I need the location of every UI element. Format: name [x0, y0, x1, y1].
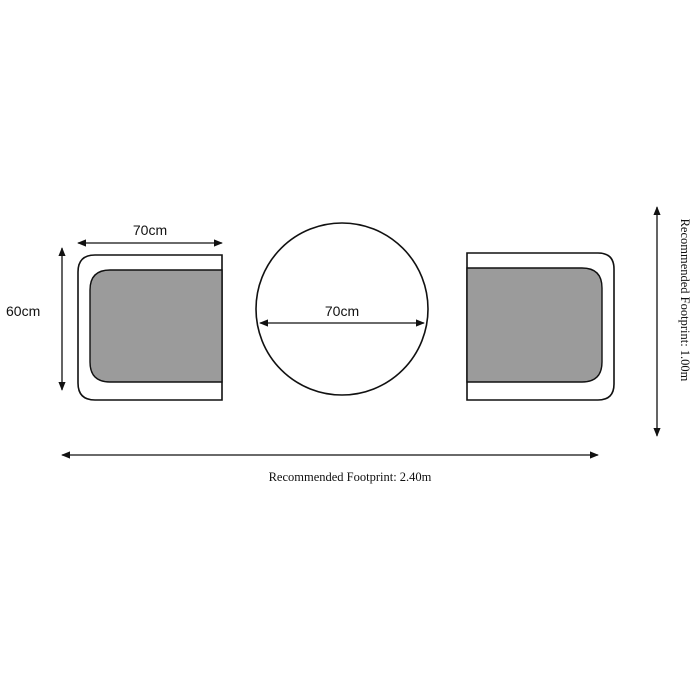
footprint-depth-label: Recommended Footprint: 1.00m — [678, 219, 692, 382]
table-diameter-label: 70cm — [325, 303, 359, 319]
round-table: 70cm — [255, 222, 429, 396]
chair-left-width-dimension: 70cm — [77, 222, 223, 247]
footprint-width-label: Recommended Footprint: 2.40m — [269, 470, 432, 484]
chair-left-depth-label: 60cm — [6, 303, 40, 319]
chair-left — [77, 254, 223, 401]
chair-right — [466, 252, 615, 401]
chair-left-cushion — [89, 269, 223, 383]
chair-right-cushion — [466, 267, 603, 383]
chair-left-width-label: 70cm — [133, 222, 167, 238]
table-top — [255, 222, 429, 396]
footprint-depth-dimension: Recommended Footprint: 1.00m — [653, 206, 692, 437]
chair-left-depth-dimension: 60cm — [6, 247, 66, 391]
footprint-width-dimension: Recommended Footprint: 2.40m — [61, 451, 599, 484]
